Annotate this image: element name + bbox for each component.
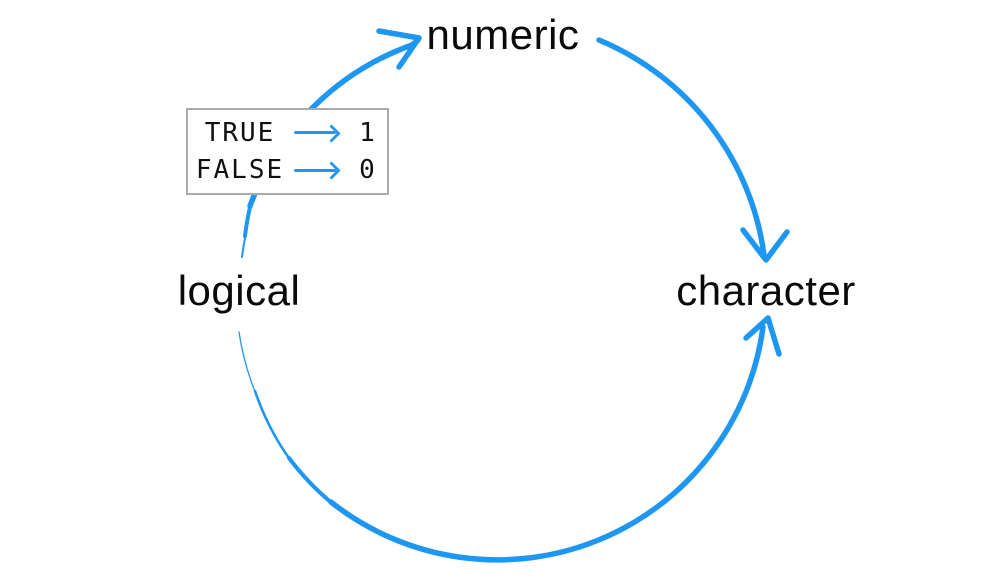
arrowhead-icon xyxy=(743,315,782,357)
right-arrow-icon xyxy=(292,159,341,181)
arrow-taper xyxy=(287,456,335,506)
arrow-numeric-to-character xyxy=(596,37,790,263)
right-arrow-icon xyxy=(292,122,341,144)
logical-to-numeric-mapping-box: TRUE 1 FALSE 0 xyxy=(186,108,389,195)
mapping-to-value: 0 xyxy=(359,155,375,186)
node-label-character: character xyxy=(676,267,856,314)
mapping-to-value: 1 xyxy=(359,117,375,148)
mapping-row-false: FALSE 0 xyxy=(188,155,387,185)
mapping-from-value: TRUE xyxy=(204,117,276,148)
arrowhead-icon xyxy=(376,28,422,70)
arrowhead-icon xyxy=(740,227,790,263)
arrow-logical-to-character xyxy=(238,315,782,563)
node-label-numeric: numeric xyxy=(426,11,580,58)
arrow-shaft xyxy=(328,324,766,563)
arrow-shaft xyxy=(596,37,767,258)
mapping-from-value: FALSE xyxy=(195,155,285,186)
mapping-row-true: TRUE 1 xyxy=(188,118,387,148)
arrow-taper xyxy=(253,389,293,463)
node-label-logical: logical xyxy=(177,267,301,314)
arrow-taper xyxy=(238,331,257,395)
